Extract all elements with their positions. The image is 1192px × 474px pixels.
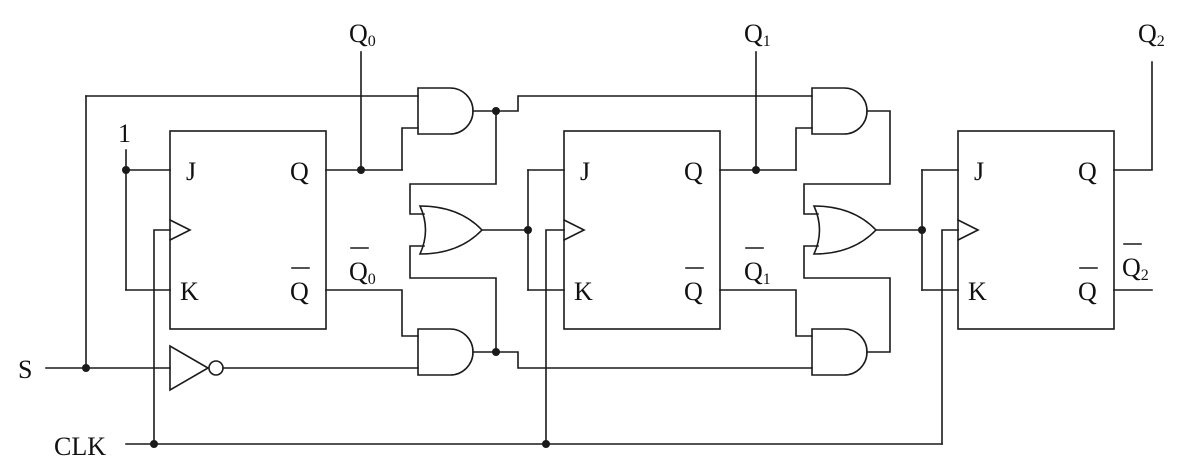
ff0-j-label: J (186, 157, 196, 186)
clk-input-label: CLK (54, 432, 106, 461)
q2-sub: 2 (1157, 33, 1165, 50)
junction-q0 (357, 166, 365, 174)
wire-and2-or2 (803, 110, 891, 215)
wire-clk-ff2 (941, 229, 959, 445)
q1bar-main: Q (744, 257, 763, 286)
junction-and1 (492, 107, 500, 115)
wire-clk-ff0 (153, 229, 171, 445)
q0bar-sub: 0 (368, 271, 376, 288)
jk-flipflop-1 (563, 130, 721, 330)
junction-or1 (524, 226, 532, 234)
q1-label: Q1 (744, 19, 771, 50)
or-gate-1 (418, 205, 484, 255)
q1bar-sub: 1 (763, 271, 771, 288)
q0-label: Q0 (349, 19, 376, 50)
ff0-k-label: K (180, 277, 199, 306)
q0-main: Q (349, 19, 368, 48)
ff1-j-label: J (580, 157, 590, 186)
q2bar-sub: 2 (1141, 267, 1149, 284)
wire-and1b-or1 (409, 245, 497, 353)
and-gate-top-2 (811, 87, 868, 135)
wire-and1-or1 (409, 110, 497, 215)
q2bar-label: Q2 (1122, 253, 1149, 284)
wire-q1-and2 (795, 127, 813, 171)
q0-sub: 0 (368, 33, 376, 50)
q1-main: Q (744, 19, 763, 48)
ff1-k-label: K (574, 277, 593, 306)
clock-marker-0 (168, 218, 192, 242)
clock-marker-1 (562, 218, 586, 242)
ff0-q-label: Q (290, 157, 309, 186)
q1-sub: 1 (763, 33, 771, 50)
ff1-qbar-label: Q (684, 277, 703, 306)
jk-flipflop-2 (957, 130, 1115, 330)
q2-label: Q2 (1138, 19, 1165, 50)
junction-q1 (752, 166, 760, 174)
wire-q2-out (1113, 61, 1153, 171)
not-gate-bubble (208, 360, 224, 376)
and-gate-bottom-1 (417, 328, 474, 376)
q2bar-main: Q (1122, 253, 1141, 282)
ff1-q-label: Q (684, 157, 703, 186)
ff2-j-label: J (974, 157, 984, 186)
junction-and1b (492, 348, 500, 356)
constant-one-label: 1 (118, 119, 131, 148)
q0bar-label: Q0 (349, 257, 376, 288)
ff2-q-label: Q (1078, 157, 1097, 186)
and-gate-top-1 (417, 87, 474, 135)
wire-q1bar-and2b (719, 289, 813, 337)
junction-or2 (918, 226, 926, 234)
s-input-label: S (18, 355, 32, 384)
wire-clk-ff1 (545, 229, 565, 445)
not-gate (169, 344, 210, 392)
wire-and1b-and2b (495, 351, 813, 369)
wire-and2b-or2 (803, 245, 891, 353)
junction-clk-0 (150, 440, 158, 448)
and-gate-bottom-2 (811, 328, 868, 376)
or-gate-2 (812, 205, 878, 255)
q1bar-label: Q1 (744, 257, 771, 288)
junction-clk-1 (542, 440, 550, 448)
junction-s (82, 364, 90, 372)
ff0-qbar-label: Q (290, 277, 309, 306)
wire-q0-and1 (401, 127, 419, 171)
q2-main: Q (1138, 19, 1157, 48)
wire-and1-and2 (495, 95, 813, 112)
jk-flipflop-0 (169, 130, 327, 330)
junction-one (122, 166, 130, 174)
ff2-qbar-label: Q (1078, 277, 1097, 306)
ff2-k-label: K (968, 277, 987, 306)
wire-q0bar-and1 (325, 289, 419, 337)
q0bar-main: Q (349, 257, 368, 286)
clock-marker-2 (956, 218, 980, 242)
